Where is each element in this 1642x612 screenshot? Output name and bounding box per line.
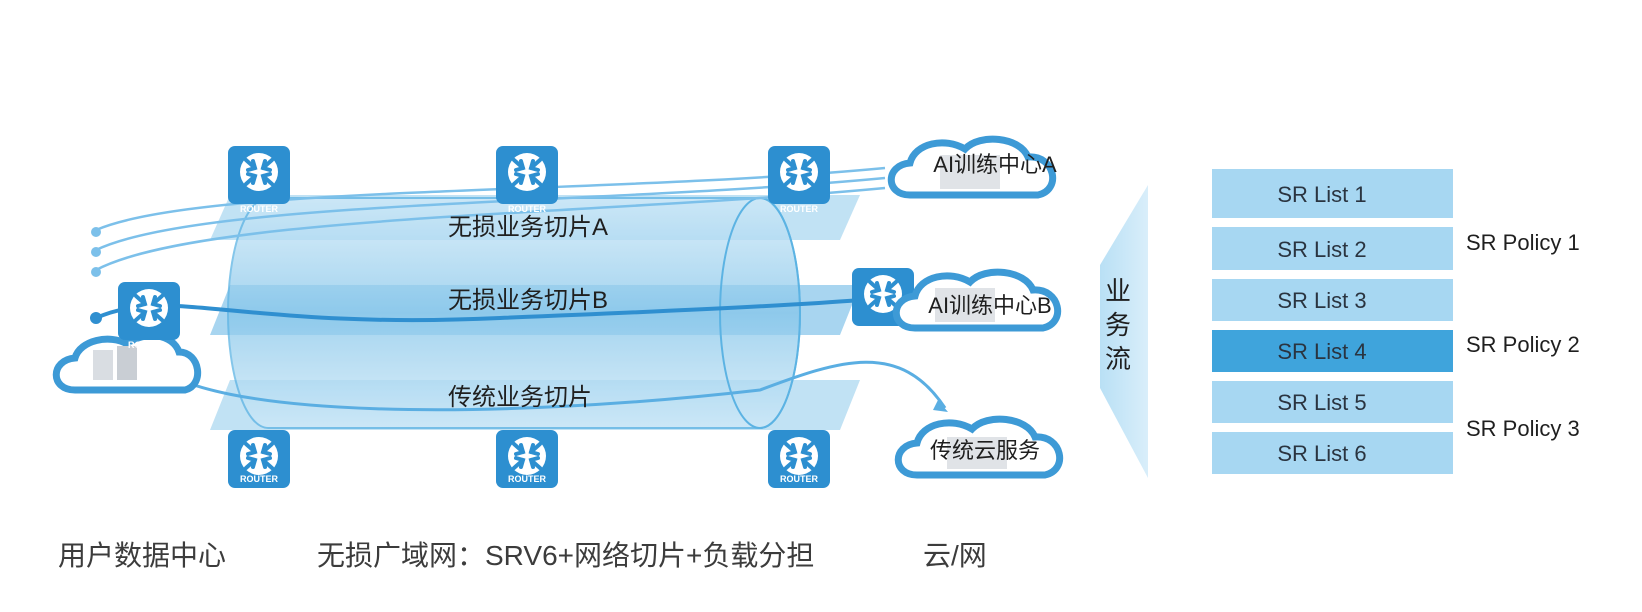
sr-policy-1: SR Policy 1 <box>1466 230 1580 255</box>
router-bottom-3: ROUTER <box>766 428 832 490</box>
cloud-legacy <box>898 419 1059 475</box>
flow-label-3: 流 <box>1105 344 1131 374</box>
slice-c-label: 传统业务切片 <box>448 384 592 411</box>
label-wan: 无损广域网：SRV6+网络切片+负载分担 <box>317 540 814 571</box>
svg-text:SR List 6: SR List 6 <box>1277 441 1366 466</box>
router-user-dc: ROU <box>116 280 182 350</box>
svg-text:ROUTER: ROUTER <box>508 474 547 484</box>
flow-dot-2 <box>91 247 101 257</box>
sr-policy-3: SR Policy 3 <box>1466 416 1580 441</box>
flow-label-2: 务 <box>1105 310 1131 340</box>
svg-text:ROUTER: ROUTER <box>240 474 279 484</box>
sr-list-4: SR List 4 <box>1212 330 1453 372</box>
flow-dot-3 <box>91 267 101 277</box>
slice-b-label: 无损业务切片B <box>448 287 608 314</box>
svg-text:ROUTER: ROUTER <box>240 204 279 214</box>
svg-text:SR List 1: SR List 1 <box>1277 182 1366 207</box>
sr-list-1: SR List 1 <box>1212 169 1453 218</box>
svg-text:ROUTER: ROUTER <box>780 204 819 214</box>
flow-dot-1 <box>91 227 101 237</box>
sr-policy-2: SR Policy 2 <box>1466 332 1580 357</box>
label-cloud: 云/网 <box>923 540 987 571</box>
flow-label-1: 业 <box>1105 276 1131 306</box>
sr-list-6: SR List 6 <box>1212 432 1453 474</box>
flow-lines-a <box>95 166 886 272</box>
flow-dot-b <box>90 312 102 324</box>
svg-text:ROUTER: ROUTER <box>864 326 903 336</box>
svg-text:ROU: ROU <box>128 340 148 350</box>
sr-list-2: SR List 2 <box>1212 227 1453 270</box>
cloud-ai-a <box>891 139 1052 195</box>
svg-text:ROUTER: ROUTER <box>508 204 547 214</box>
router-bottom-1: ROUTER <box>226 428 292 490</box>
router-top-3: ROUTER <box>766 144 832 214</box>
label-user-dc: 用户数据中心 <box>58 540 226 571</box>
svg-text:SR List 3: SR List 3 <box>1277 288 1366 313</box>
cloud-ai-a-label: AI训练中心A <box>933 152 1057 177</box>
slice-a-label: 无损业务切片A <box>448 214 608 241</box>
cloud-legacy-label: 传统云服务 <box>930 438 1040 463</box>
sr-list-3: SR List 3 <box>1212 279 1453 321</box>
flow-arrowhead-c <box>933 400 948 412</box>
svg-text:SR List 5: SR List 5 <box>1277 390 1366 415</box>
router-edge-b: ROUTER <box>850 266 916 336</box>
router-bottom-2: ROUTER <box>494 428 560 490</box>
svg-text:SR List 4: SR List 4 <box>1277 339 1366 364</box>
svg-text:SR List 2: SR List 2 <box>1277 237 1366 262</box>
router-top-1: ROUTER <box>226 144 292 214</box>
user-dc-cloud <box>52 332 202 394</box>
sr-list-5: SR List 5 <box>1212 381 1453 423</box>
cloud-ai-b-label: AI训练中心B <box>928 293 1051 318</box>
flow-line-c <box>148 359 947 412</box>
svg-text:ROUTER: ROUTER <box>780 474 819 484</box>
router-top-2: ROUTER <box>494 144 560 214</box>
cloud-ai-b <box>896 272 1057 328</box>
service-flow-funnel <box>1100 185 1148 478</box>
